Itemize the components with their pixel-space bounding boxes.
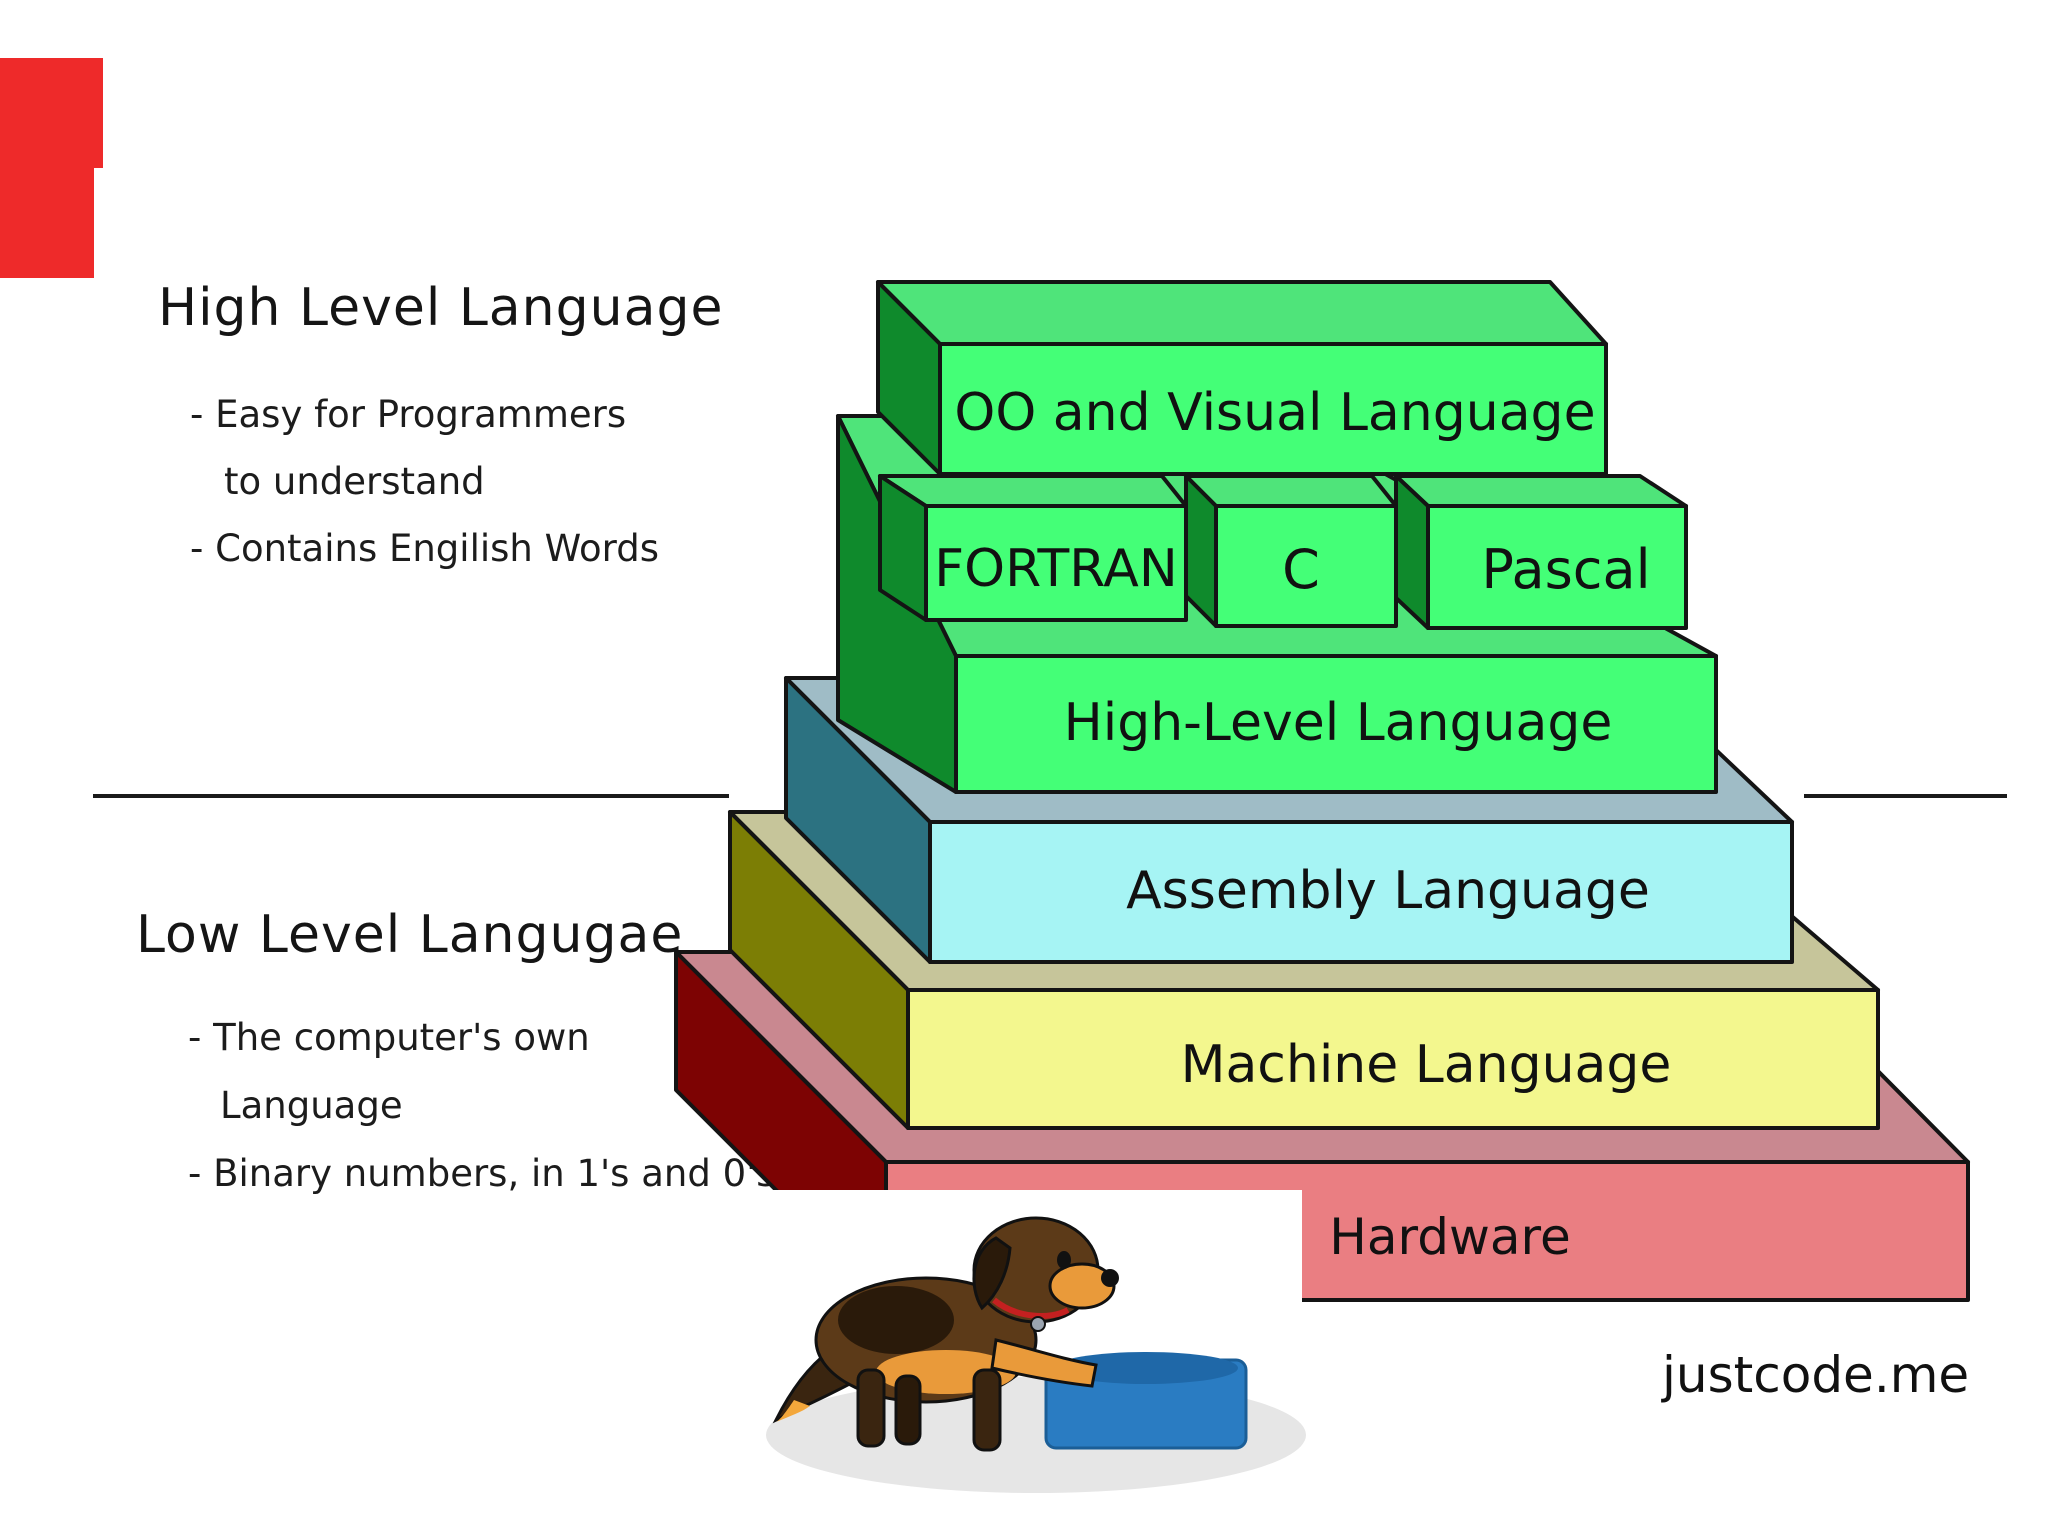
divider-left xyxy=(93,794,729,798)
machine-block-front xyxy=(906,988,1880,1130)
high-level-bullet-1: - Easy for Programmers xyxy=(190,393,627,436)
high-level-label: High-Level Language xyxy=(1064,693,1613,753)
assembly-label: Assembly Language xyxy=(1126,861,1650,921)
low-level-bullet-2: Language xyxy=(220,1084,403,1127)
oo-visual-label: OO and Visual Language xyxy=(954,383,1595,443)
high-level-bullet-3: - Contains Engilish Words xyxy=(190,527,660,570)
highlevel-block-front xyxy=(954,654,1718,794)
divider-right xyxy=(1804,794,2007,798)
low-level-heading: Low Level Langugae xyxy=(136,905,684,965)
dog-eye xyxy=(1057,1251,1071,1269)
low-level-bullet-1: - The computer's own xyxy=(188,1016,590,1059)
oo-block-front xyxy=(938,342,1608,476)
fortran-label: FORTRAN xyxy=(934,539,1177,599)
accent-bar-top xyxy=(0,58,103,168)
dog-leg-front xyxy=(972,1368,1002,1452)
accent-bar-bottom xyxy=(0,150,94,278)
dog-leg-back xyxy=(856,1368,886,1448)
assembly-block-front xyxy=(928,820,1794,964)
fortran-block-top xyxy=(878,474,1188,508)
fortran-block-front xyxy=(924,504,1188,622)
pascal-label: Pascal xyxy=(1481,538,1650,601)
pascal-block-front xyxy=(1426,504,1688,630)
bowl-rim xyxy=(1054,1352,1238,1384)
c-block-top xyxy=(1184,474,1398,508)
pascal-block-side xyxy=(1394,474,1430,630)
dog-nose xyxy=(1101,1269,1119,1287)
dog-tail-tip xyxy=(776,1400,810,1422)
dog-patch xyxy=(838,1286,954,1354)
dog-muzzle xyxy=(1048,1262,1116,1310)
hardware-label: Hardware xyxy=(1329,1208,1570,1266)
c-block-front xyxy=(1214,504,1398,628)
high-level-bullet-2: to understand xyxy=(224,460,485,503)
c-label: C xyxy=(1282,538,1320,601)
dog-collar xyxy=(992,1297,1070,1319)
dog-ear xyxy=(972,1236,1012,1311)
machine-label: Machine Language xyxy=(1181,1035,1672,1095)
pascal-block-top xyxy=(1394,474,1688,508)
brand-watermark: justcode.me xyxy=(1662,1346,1970,1404)
dog-illustration xyxy=(766,1216,1306,1493)
oo-block-top xyxy=(876,280,1608,346)
dog-leg-back-2 xyxy=(894,1374,922,1446)
high-level-heading: High Level Language xyxy=(158,278,724,338)
dog-collar-tag xyxy=(1030,1316,1046,1332)
dog-paw-raised xyxy=(990,1338,1098,1388)
low-level-bullet-3: - Binary numbers, in 1's and 0's xyxy=(188,1152,776,1195)
